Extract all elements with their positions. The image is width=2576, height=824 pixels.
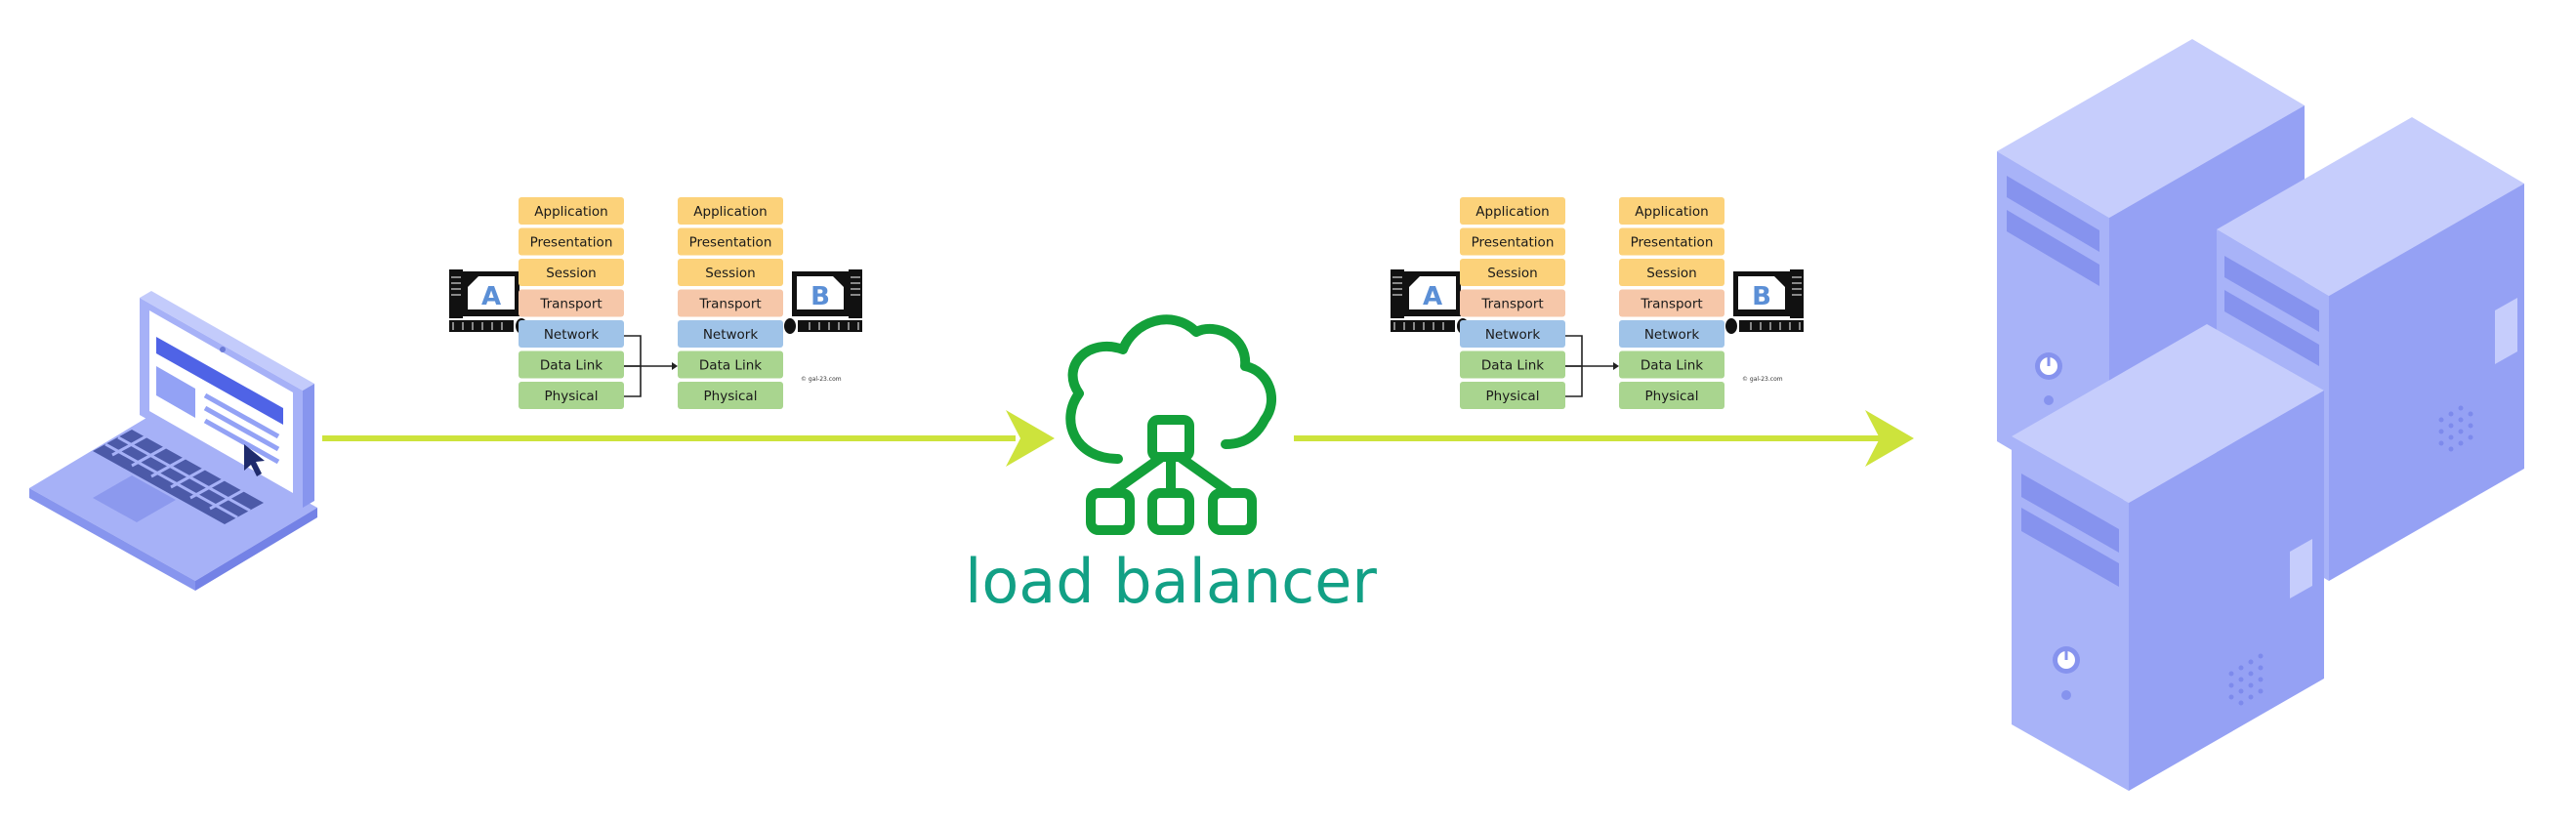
arrow-icon	[1294, 410, 1914, 467]
osi-layer-box	[519, 382, 624, 409]
osi-layer-label: Session	[1646, 266, 1697, 281]
osi-layer-label: Network	[1644, 327, 1700, 343]
osi-layer-label: Data Link	[699, 358, 762, 374]
connector-line	[624, 365, 642, 397]
host-letter: A	[1423, 282, 1442, 311]
osi-layer-box	[1460, 289, 1565, 317]
osi-layer-box	[1460, 259, 1565, 286]
osi-layer-label: Transport	[539, 297, 602, 312]
laptop-icon	[29, 291, 317, 591]
osi-layer-box	[1619, 259, 1724, 286]
osi-model-diagram: A ApplicationPresentationSessionTransport…	[449, 197, 862, 409]
osi-layer-label: Physical	[1486, 389, 1540, 404]
credit-text: © gal-23.com	[801, 376, 842, 383]
osi-layer-box	[519, 197, 624, 225]
load-balancer-icon	[1065, 314, 1277, 535]
osi-layer-label: Presentation	[530, 235, 613, 251]
osi-layer-box	[678, 350, 783, 379]
osi-layer-box	[519, 227, 624, 256]
arrow-icon	[322, 410, 1055, 467]
osi-layer-box	[1460, 382, 1565, 409]
osi-layer-label: Network	[1485, 327, 1541, 343]
osi-layer-label: Data Link	[1481, 358, 1544, 374]
osi-layer-box	[1619, 289, 1724, 317]
osi-layer-box	[678, 259, 783, 286]
computer-icon: A	[1391, 269, 1469, 334]
osi-layer-box	[678, 382, 783, 409]
osi-layer-label: Network	[703, 327, 759, 343]
osi-layer-label: Transport	[1480, 297, 1543, 312]
osi-layer-box	[519, 350, 624, 379]
osi-layer-label: Session	[1487, 266, 1538, 281]
osi-layer-label: Presentation	[1631, 235, 1714, 251]
load-balancer-caption: load balancer	[965, 546, 1377, 617]
osi-layer-label: Application	[1635, 204, 1708, 220]
osi-layer-label: Presentation	[689, 235, 772, 251]
osi-layer-box	[1619, 350, 1724, 379]
osi-layer-label: Transport	[1640, 297, 1702, 312]
connector-arrow	[672, 362, 678, 370]
osi-model-diagram: A ApplicationPresentationSessionTransport…	[1391, 197, 1804, 409]
osi-layer-box	[678, 320, 783, 348]
osi-layer-box	[1619, 382, 1724, 409]
osi-layer-box	[1460, 320, 1565, 348]
osi-layer-box	[519, 259, 624, 286]
osi-layer-box	[1619, 227, 1724, 256]
osi-layer-label: Physical	[1645, 389, 1699, 404]
osi-layer-label: Physical	[704, 389, 758, 404]
host-letter: A	[481, 282, 501, 311]
osi-layer-box	[1460, 227, 1565, 256]
osi-layer-box	[519, 320, 624, 348]
osi-layer-label: Session	[546, 266, 597, 281]
computer-icon: B	[784, 269, 862, 334]
connector-line	[1565, 335, 1583, 367]
computer-icon: A	[449, 269, 527, 334]
osi-layer-label: Data Link	[540, 358, 602, 374]
connector-line	[624, 335, 642, 367]
host-letter: B	[1752, 282, 1771, 311]
osi-layer-box	[678, 197, 783, 225]
osi-layer-label: Transport	[698, 297, 761, 312]
osi-layer-label: Application	[693, 204, 767, 220]
computer-icon: B	[1725, 269, 1804, 334]
osi-layer-label: Physical	[545, 389, 599, 404]
credit-text: © gal-23.com	[1742, 376, 1783, 383]
osi-layer-label: Data Link	[1641, 358, 1703, 374]
connector-line	[1565, 365, 1583, 397]
server-cluster-icon	[1997, 39, 2524, 791]
osi-layer-label: Application	[534, 204, 607, 220]
osi-layer-box	[678, 227, 783, 256]
server-icon	[2012, 324, 2324, 791]
osi-layer-label: Presentation	[1472, 235, 1555, 251]
osi-layer-box	[519, 289, 624, 317]
host-letter: B	[810, 282, 830, 311]
osi-layer-box	[1460, 197, 1565, 225]
osi-layer-label: Session	[705, 266, 756, 281]
osi-layer-label: Network	[544, 327, 600, 343]
osi-layer-box	[1619, 320, 1724, 348]
osi-layer-box	[1619, 197, 1724, 225]
osi-layer-label: Application	[1475, 204, 1549, 220]
connector-arrow	[1613, 362, 1619, 370]
osi-layer-box	[678, 289, 783, 317]
osi-layer-box	[1460, 350, 1565, 379]
